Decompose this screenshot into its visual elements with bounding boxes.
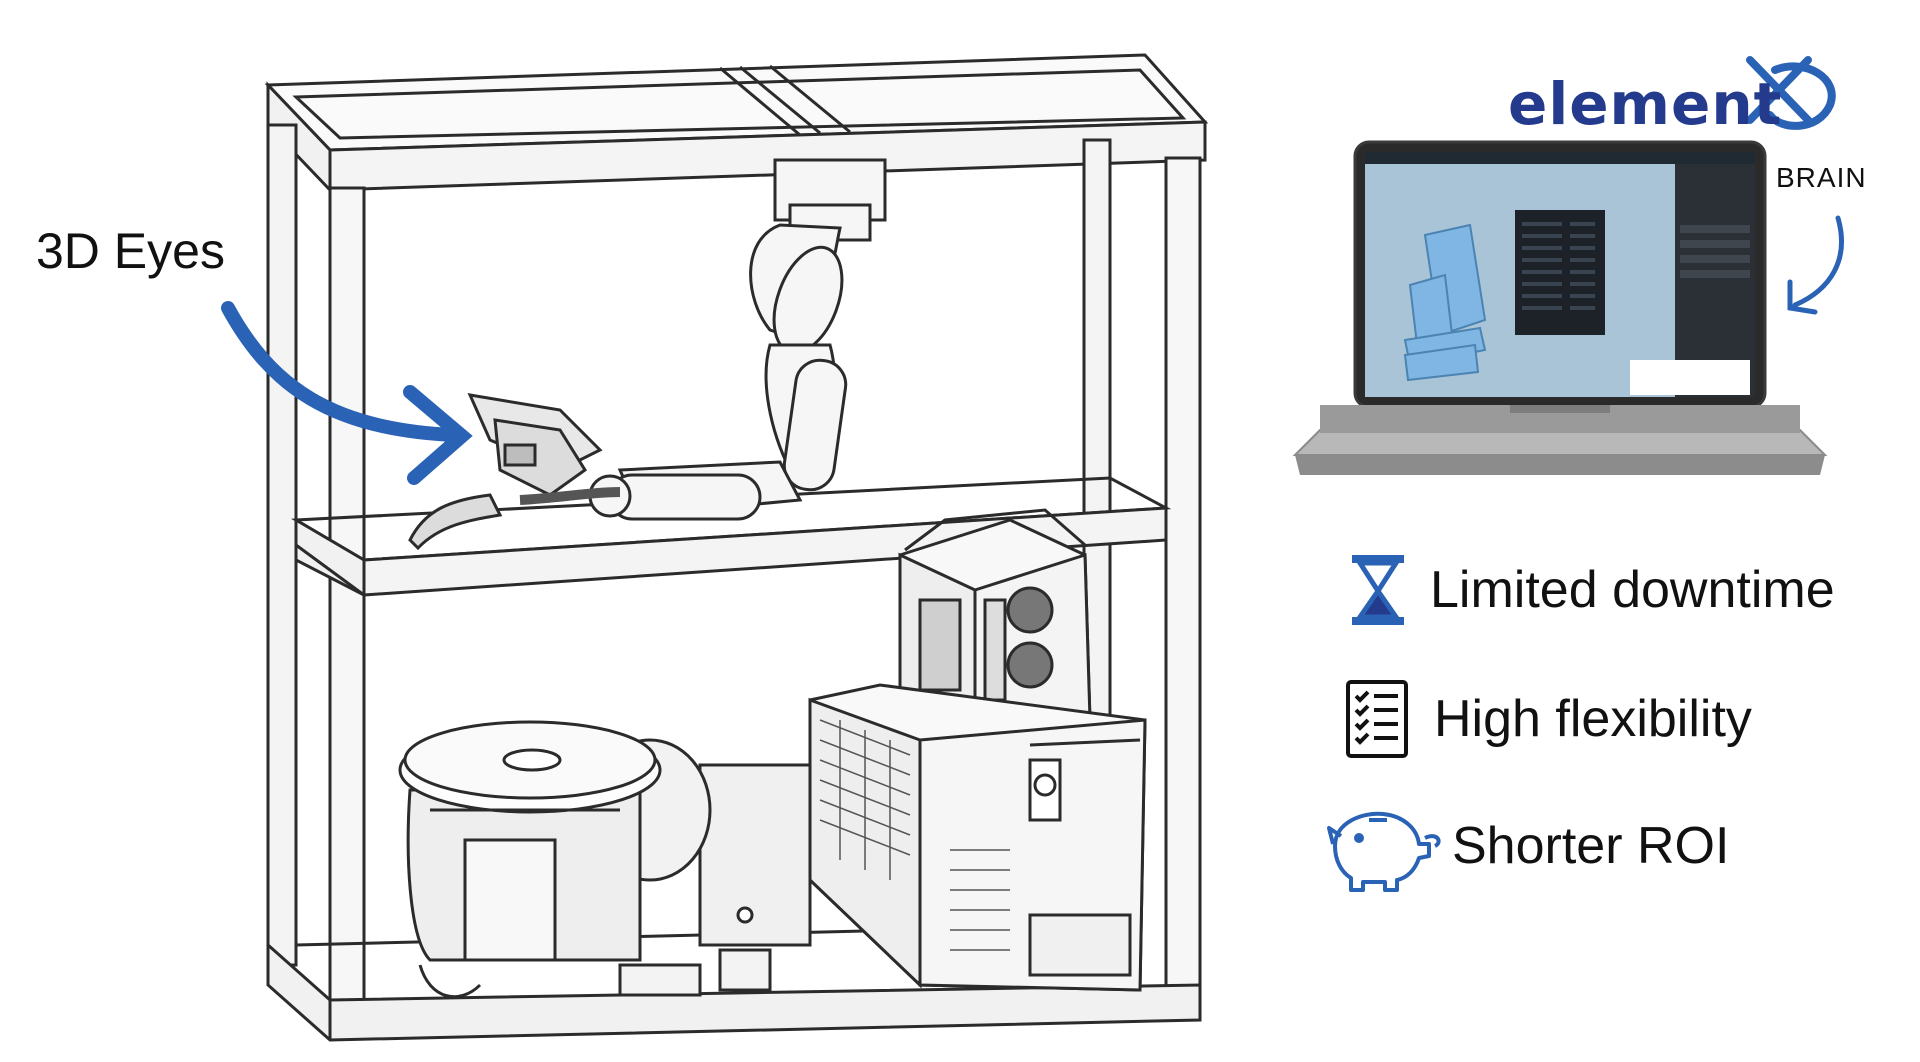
eyes-arrow [221,301,473,485]
benefit-text: High flexibility [1434,690,1752,748]
checklist-icon [1346,680,1408,758]
laptop-screen-sidepanel [1675,164,1755,397]
benefit-shorter-roi: Shorter ROI [1318,804,1729,888]
piggy-bank-icon [1327,811,1441,892]
hourglass-icon [1352,555,1404,625]
positioner-turntable [398,720,812,999]
laptop-3d-part [1403,223,1487,382]
eyes-label: 3D Eyes [36,223,225,279]
brain-label: BRAIN [1776,162,1867,193]
benefit-limited-downtime: Limited downtime [1342,555,1835,625]
laptop-screen-logo-box [1630,360,1750,395]
benefit-text: Shorter ROI [1452,817,1730,875]
logo-swirl [1746,56,1836,130]
elementx-logo: element [1508,70,1783,138]
benefit-high-flexibility: High flexibility [1336,682,1752,756]
robot-arm [408,158,887,551]
benefit-text: Limited downtime [1430,561,1835,619]
brain-arrow [1787,215,1844,315]
welding-power-source [898,508,1092,738]
control-cabinet [808,683,1147,992]
laptop [1292,140,1828,475]
